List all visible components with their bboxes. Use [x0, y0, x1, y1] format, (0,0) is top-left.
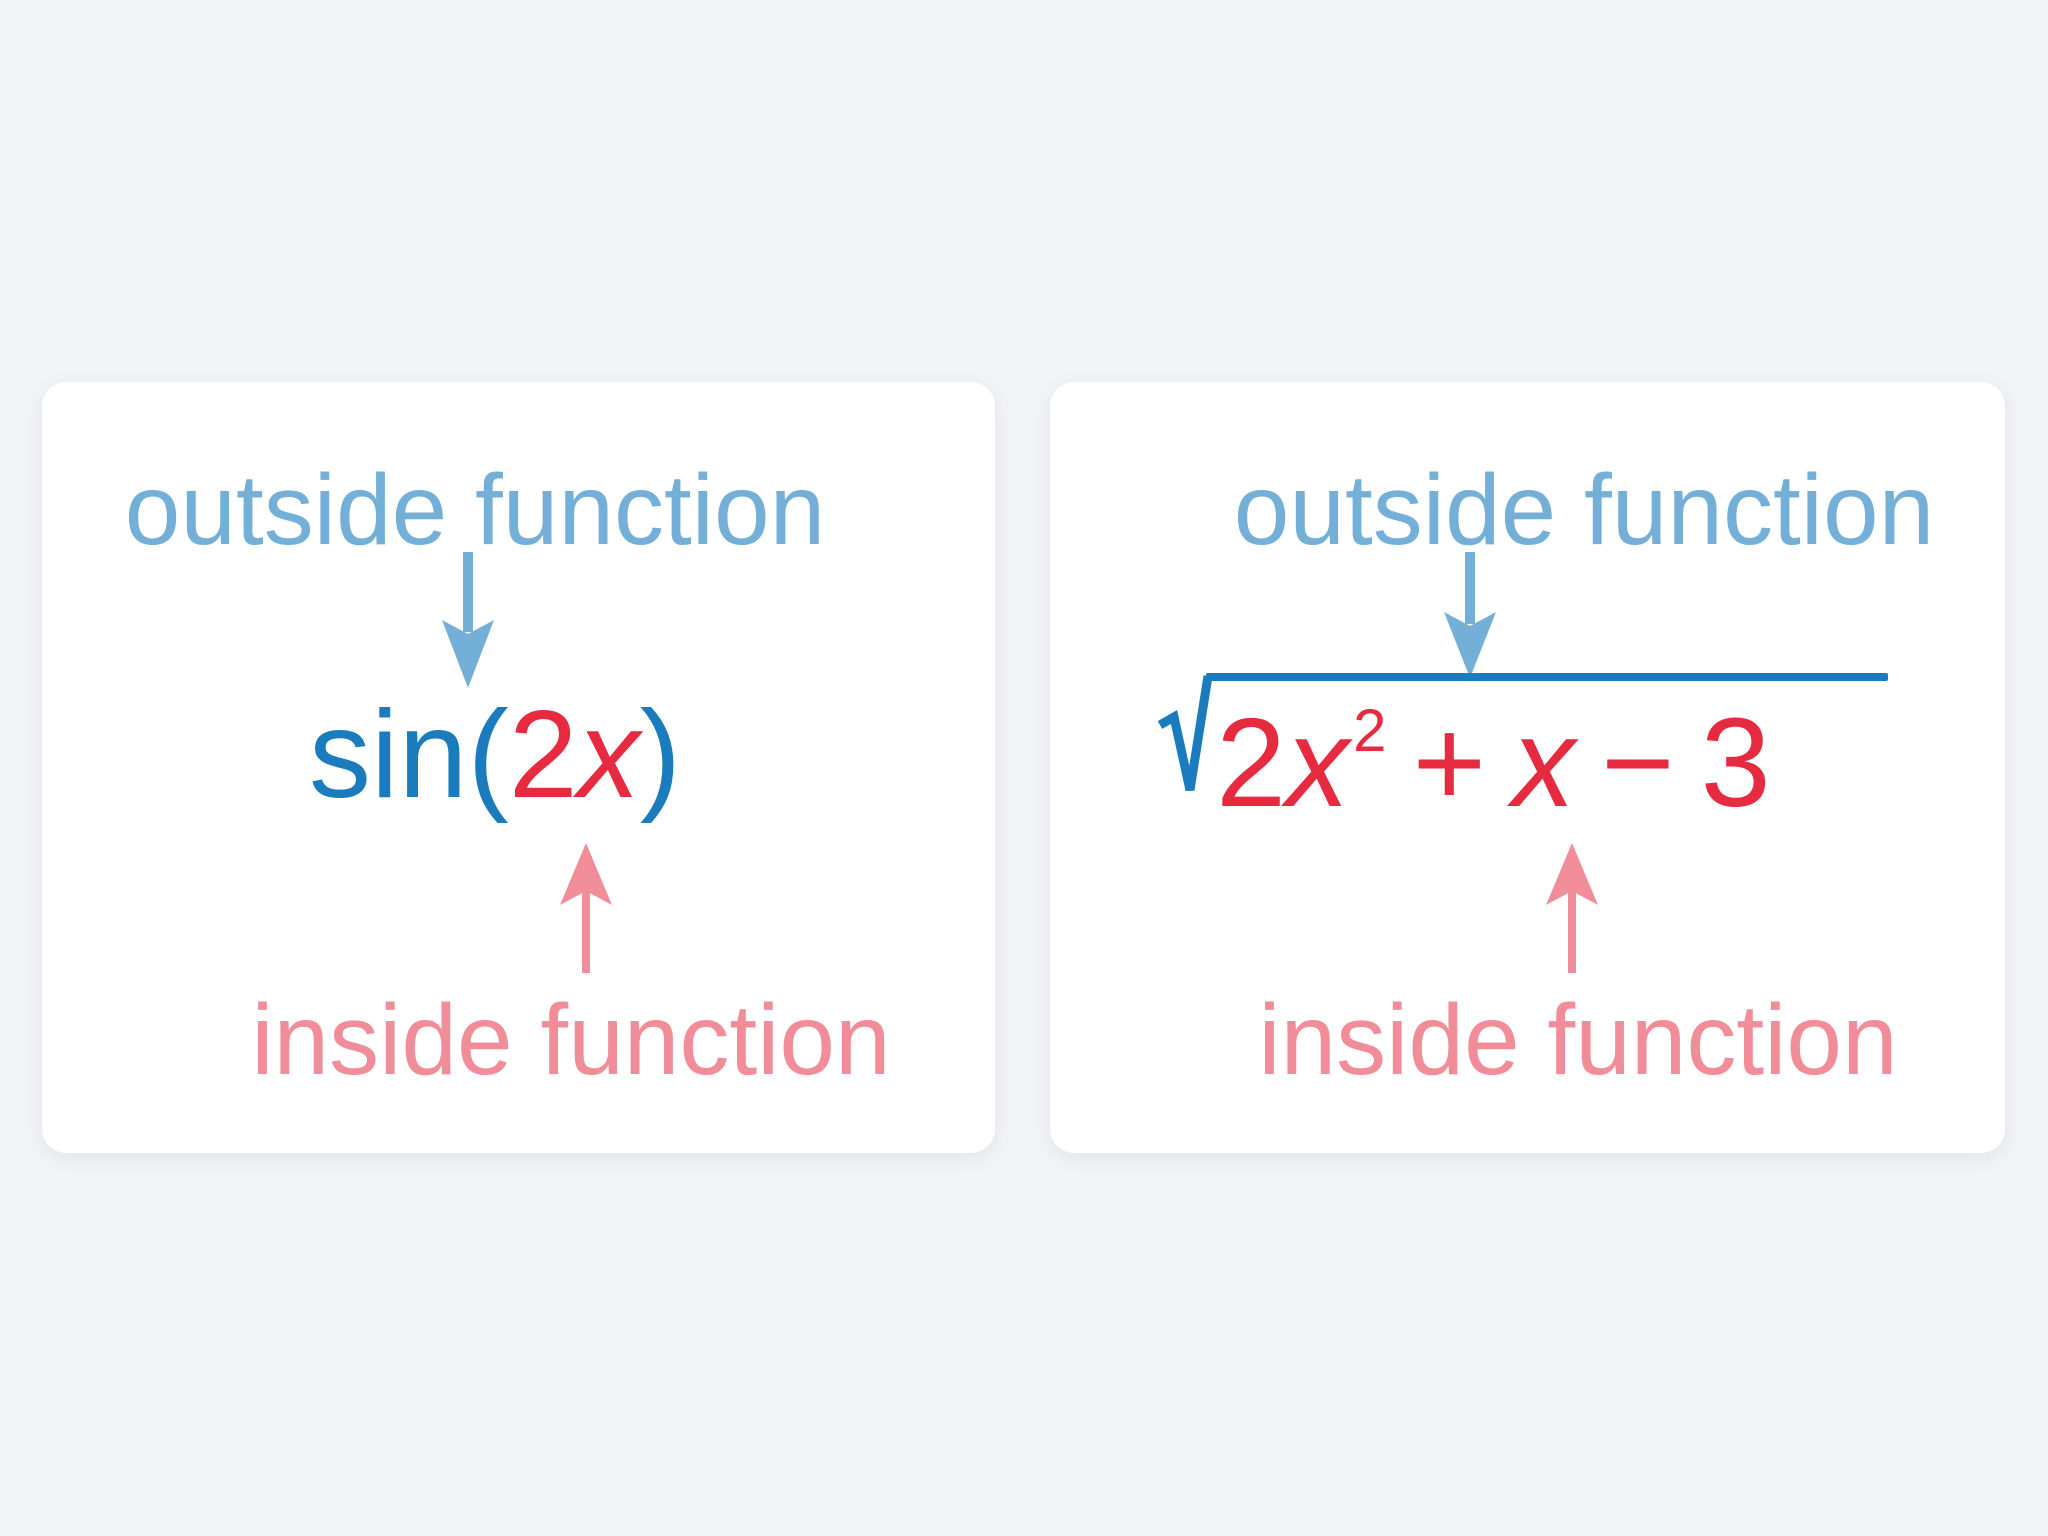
open-paren: (: [467, 686, 509, 824]
expression-radicand: 2x2+x−3: [1216, 700, 1771, 826]
coefficient: 2: [1216, 692, 1287, 833]
variable-linear: x: [1512, 692, 1576, 833]
radical-vinculum: [1206, 673, 1888, 681]
function-name: sin: [308, 686, 468, 824]
up-arrow-icon: [560, 843, 612, 973]
close-paren: ): [639, 686, 682, 824]
variable-squared: x: [1286, 692, 1350, 833]
expression-sin-2x: sin(2x): [309, 693, 681, 817]
minus-sign: −: [1601, 692, 1675, 833]
inside-coefficient: 2: [508, 686, 578, 824]
down-arrow-icon: [1444, 552, 1496, 678]
constant: 3: [1700, 692, 1771, 833]
card-sqrt-example: outside function 2x2+x−3 inside function: [1050, 382, 2005, 1153]
outside-function-label: outside function: [1233, 454, 1935, 566]
down-arrow-icon: [442, 552, 494, 688]
radical-sign-icon: [1157, 675, 1213, 791]
card-sin-example: outside function sin(2x) inside function: [42, 382, 995, 1153]
exponent: 2: [1353, 697, 1387, 764]
inside-function-label: inside function: [1258, 984, 1898, 1096]
inside-variable: x: [577, 686, 640, 824]
inside-function-label: inside function: [251, 984, 891, 1096]
plus-sign: +: [1412, 692, 1487, 833]
outside-function-label: outside function: [124, 454, 826, 566]
up-arrow-icon: [1546, 843, 1598, 973]
